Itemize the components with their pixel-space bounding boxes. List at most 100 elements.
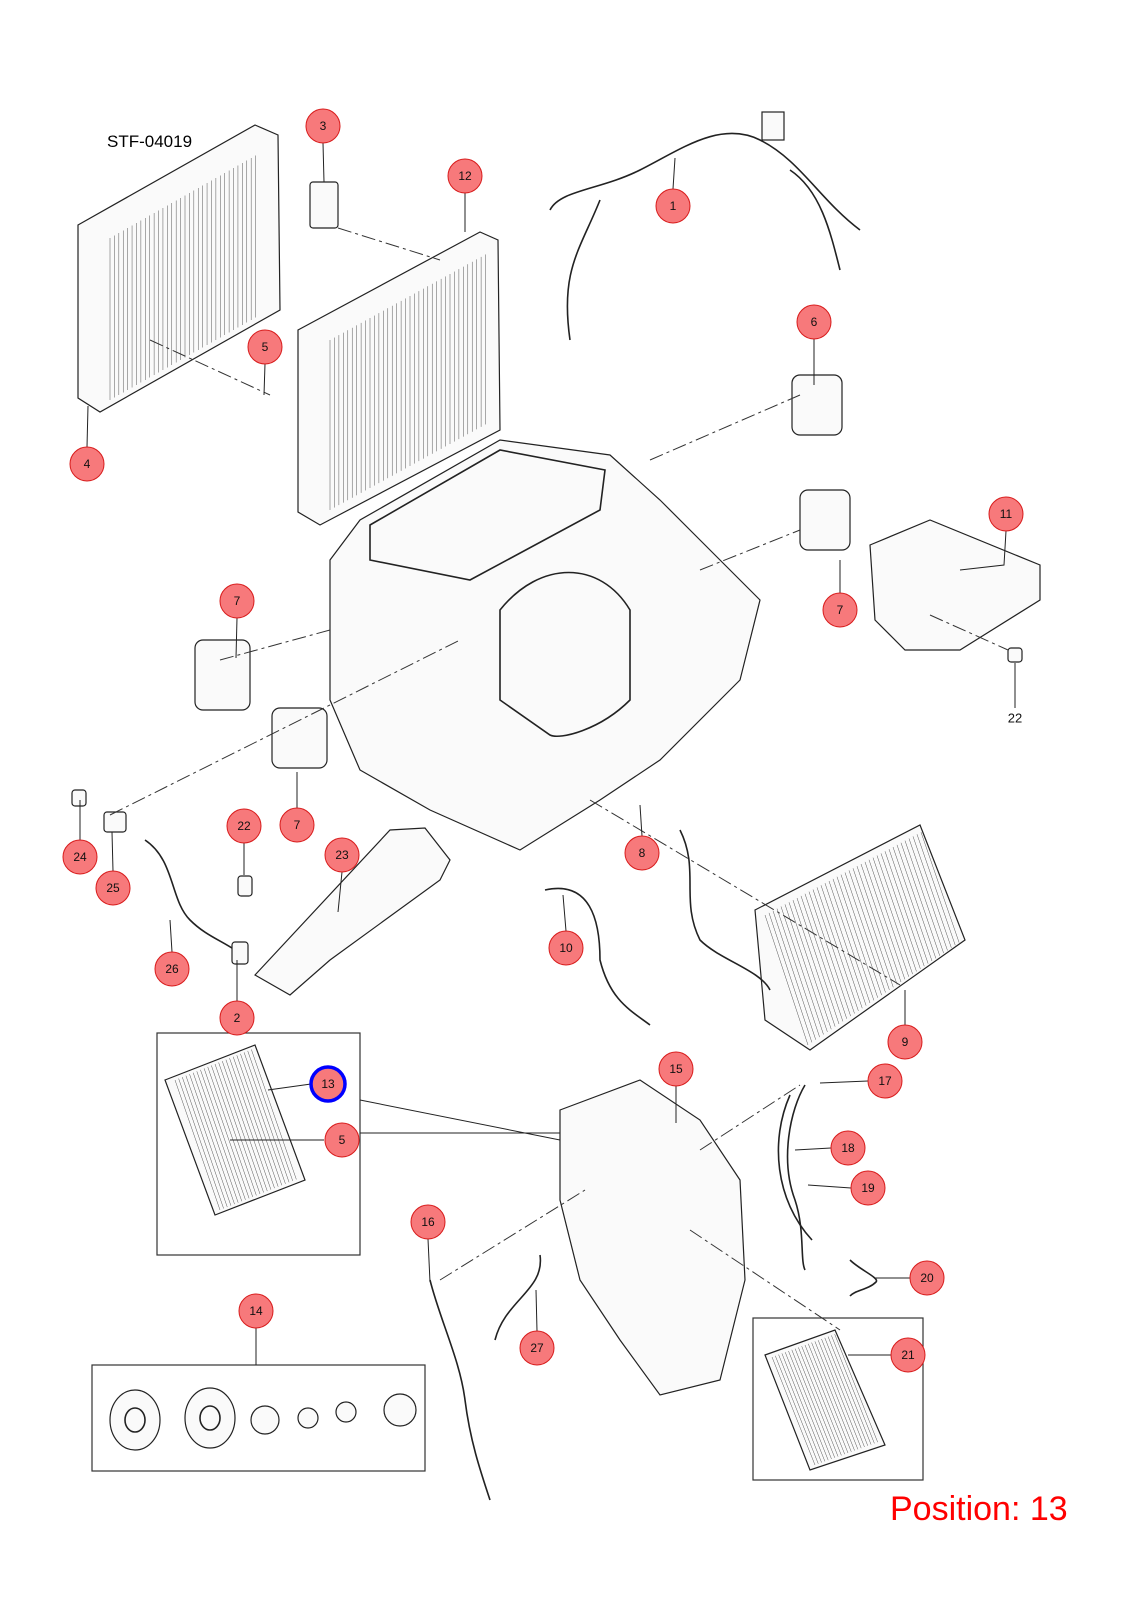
blower-scroll [499,571,631,737]
callout-leader [639,804,643,837]
callout-circle[interactable] [655,188,691,224]
callout-23[interactable]: 23 [324,837,360,913]
callout-label: 13 [321,1077,335,1091]
callout-circle[interactable] [226,808,262,844]
callout-circle[interactable] [890,1337,926,1373]
callout-label: 15 [669,1062,683,1076]
callout-24[interactable]: 24 [62,800,98,875]
callout-circle[interactable] [279,807,315,843]
callout-circle[interactable] [822,592,858,628]
component-1-harness [549,132,861,341]
component-7-actuator-lower [271,707,328,769]
pipe-right [679,829,771,991]
diagram-reference-code: STF-04019 [107,132,193,151]
callout-1[interactable]: 1 [655,157,691,224]
callout-leader [337,871,343,913]
callout-leader [263,363,266,396]
callout-circle[interactable] [447,158,483,194]
callout-circle[interactable] [219,583,255,619]
callout-circle[interactable] [988,496,1024,532]
callout-7[interactable]: 7 [822,560,858,628]
callout-13[interactable]: 13 [267,1065,347,1103]
callout-25[interactable]: 25 [95,831,131,906]
component-22-clip-left [237,875,253,897]
callout-circle[interactable] [830,1130,866,1166]
callout-circle[interactable] [867,1063,903,1099]
callout-label: 9 [902,1035,909,1049]
callout-12[interactable]: 12 [447,158,483,232]
callout-circle[interactable] [62,839,98,875]
plain-callout-label: 22 [1008,711,1022,726]
alignment-line-1 [337,227,441,261]
callout-circle[interactable] [154,951,190,987]
callout-5[interactable]: 5 [230,1122,360,1158]
callout-circle[interactable] [624,835,660,871]
callout-circle[interactable] [247,329,283,365]
hvac-main-housing [329,439,761,851]
callout-6[interactable]: 6 [796,304,832,385]
callout-leader [819,1080,869,1084]
component-2-clip [231,941,249,965]
callout-circle[interactable] [410,1204,446,1240]
callout-14[interactable]: 14 [238,1293,274,1365]
callout-9[interactable]: 9 [887,990,923,1060]
callout-circle[interactable] [69,446,105,482]
component-21-core [764,1329,886,1471]
callout-21[interactable]: 21 [848,1337,926,1373]
callout-circle[interactable] [887,1024,923,1060]
callout-leader [111,831,114,872]
callout-17[interactable]: 17 [819,1063,903,1099]
callout-circle[interactable] [519,1330,555,1366]
callout-circle[interactable] [309,1065,347,1103]
callout-15[interactable]: 15 [658,1051,694,1123]
inset-box-13 [156,1032,361,1256]
callout-20[interactable]: 20 [875,1260,945,1296]
callout-layer: 1234556777891011121314151617181920212223… [62,108,1024,1373]
component-10-hose [544,887,651,1026]
component-6-actuator [791,374,843,436]
component-14-part-1 [109,1389,161,1451]
callout-label: 3 [320,119,327,133]
callout-22[interactable]: 22 [226,808,262,875]
callout-circle[interactable] [219,1000,255,1036]
callout-19[interactable]: 19 [807,1170,886,1206]
component-7-actuator-left [194,639,251,711]
inset-13-leader [359,1099,561,1141]
callout-circle[interactable] [909,1260,945,1296]
component-12-core [297,231,501,526]
alignment-line-9 [689,1229,841,1331]
callout-label: 10 [559,941,573,955]
callout-circle[interactable] [796,304,832,340]
callout-circle[interactable] [95,870,131,906]
callout-label: 11 [1000,507,1013,521]
callout-26[interactable]: 26 [154,919,190,987]
callout-5[interactable]: 5 [247,329,283,396]
callout-leader [562,894,567,932]
callout-11[interactable]: 11 [959,496,1024,571]
callout-circle[interactable] [850,1170,886,1206]
callout-circle[interactable] [238,1293,274,1329]
callout-27[interactable]: 27 [519,1289,555,1366]
callout-circle[interactable] [324,1122,360,1158]
callout-circle[interactable] [324,837,360,873]
callout-4[interactable]: 4 [69,405,105,482]
callout-label: 1 [670,199,677,213]
callout-18[interactable]: 18 [794,1130,866,1166]
callout-7[interactable]: 7 [279,772,315,843]
component-23-duct [254,827,451,996]
callout-circle[interactable] [305,108,341,144]
callout-7[interactable]: 7 [219,583,255,659]
component-14-part-2 [184,1387,236,1449]
callout-circle[interactable] [548,930,584,966]
plain-callout-22[interactable]: 22 [1008,663,1022,726]
callout-label: 18 [841,1141,855,1155]
callout-circle[interactable] [658,1051,694,1087]
callout-label: 2 [234,1011,241,1025]
callout-3[interactable]: 3 [305,108,341,183]
callout-8[interactable]: 8 [624,804,660,871]
component-15-housing [559,1079,746,1396]
callout-16[interactable]: 16 [410,1204,446,1283]
callout-10[interactable]: 10 [548,894,584,966]
callout-2[interactable]: 2 [219,960,255,1036]
callout-label: 26 [165,962,179,976]
